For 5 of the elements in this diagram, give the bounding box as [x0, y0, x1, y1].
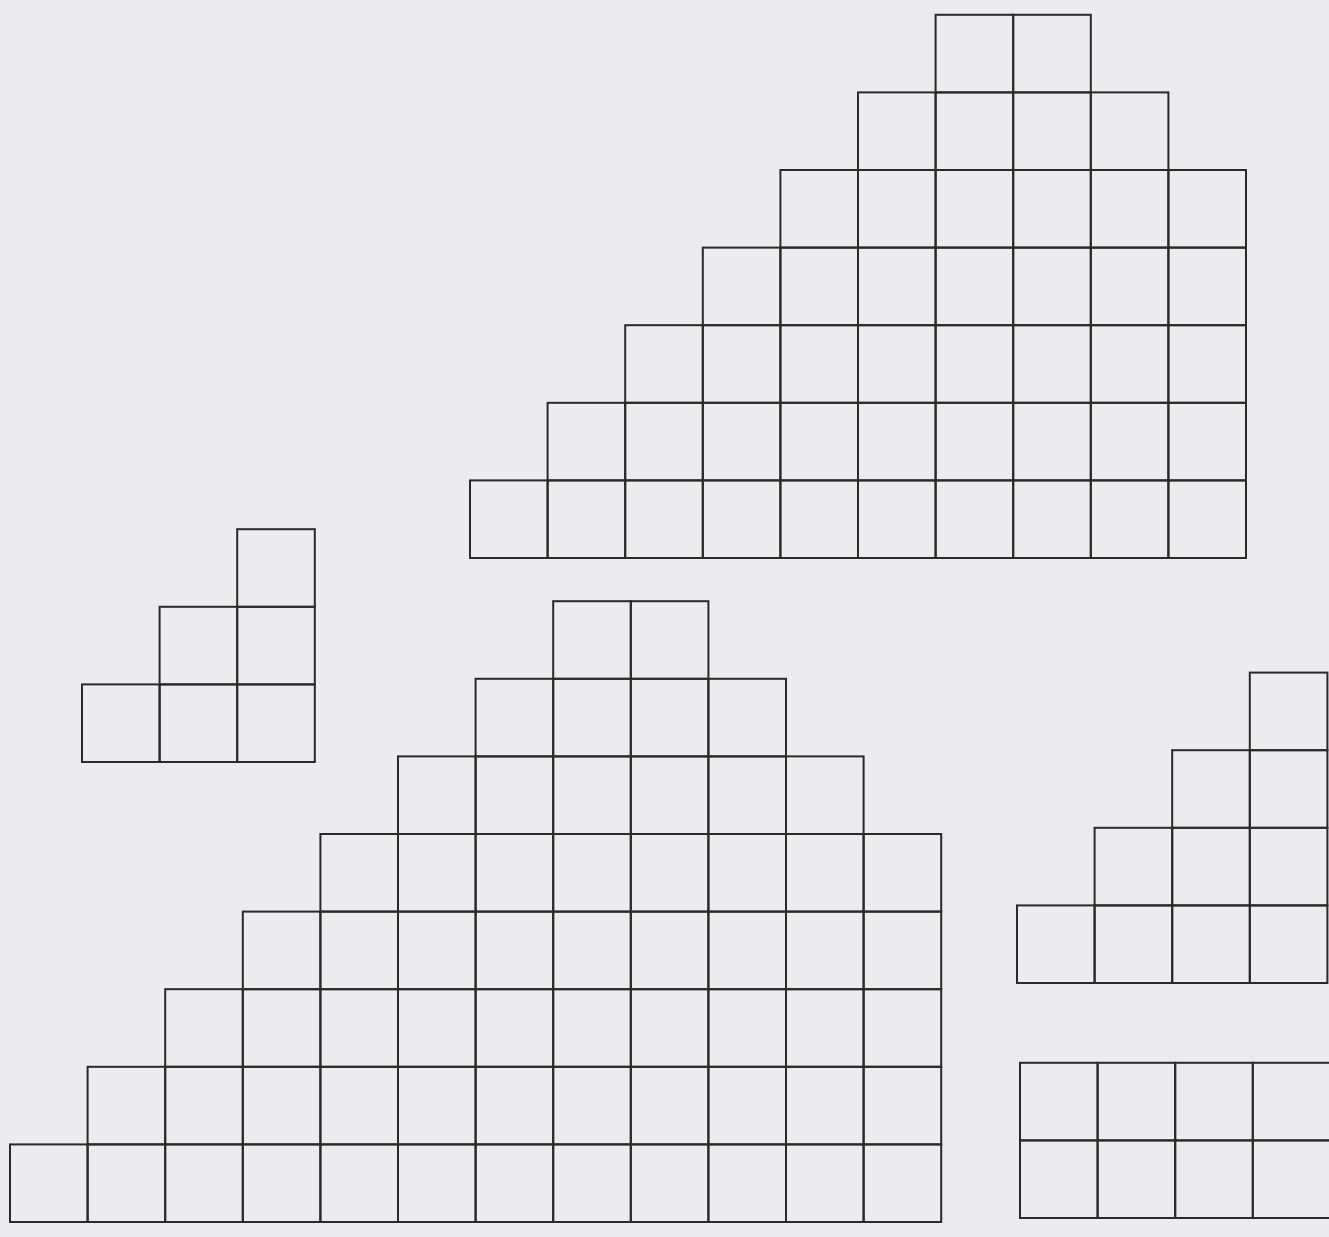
square-grid-drawing: [81, 528, 316, 763]
square-grid-drawing: [469, 13, 1247, 559]
square-grid-drawing: [1016, 671, 1329, 984]
square-grid-drawing: [1019, 1061, 1329, 1219]
square-grid-drawing: [9, 600, 943, 1223]
